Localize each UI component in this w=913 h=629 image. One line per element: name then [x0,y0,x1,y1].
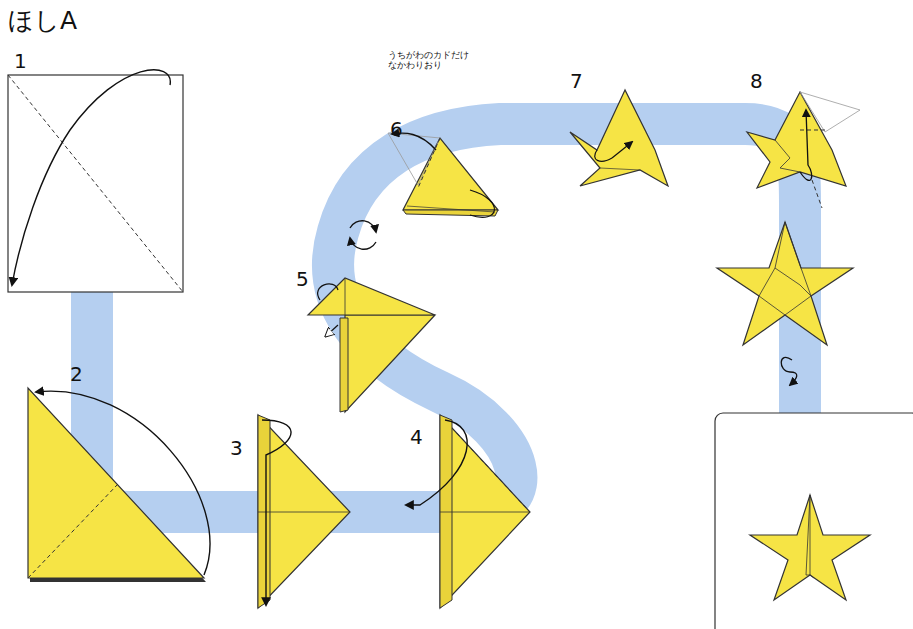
step-number: 1 [14,50,27,72]
step-number: 3 [230,437,243,459]
step-number: 4 [410,426,423,448]
step-number: 2 [70,363,83,385]
step-number: 6 [390,118,403,140]
diagram-title: ほしA [8,4,77,37]
step-number: 8 [750,70,763,92]
step-number: 7 [570,70,583,92]
fold-note: うちがわのカドだけ なかわりおり [388,50,480,71]
step-number: 5 [296,268,309,290]
